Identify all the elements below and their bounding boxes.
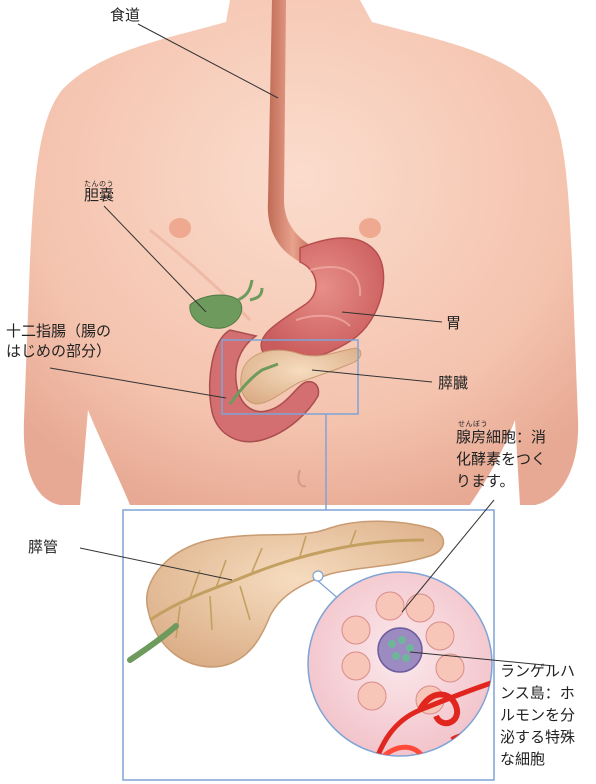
label-acinar-line1: 腺房細胞：消 [456,428,546,447]
islet [378,628,422,672]
label-islet-line3: ルモンを分 [500,706,575,725]
label-islet-line4: 泌する特殊 [500,728,575,747]
nipple-right [359,218,381,238]
label-islet-line5: な細胞 [500,750,545,769]
label-acinar-line3: ります。 [456,472,515,491]
ruby-acinar: せんぼう [458,420,488,428]
label-duodenum-line2: はじめの部分） [6,342,111,361]
label-pancreatic-duct: 膵管 [28,538,58,557]
label-acinar-line2: 化酵素をつく [456,450,546,469]
label-islet-line1: ランゲルハ [500,662,575,681]
label-duodenum-line1: 十二指腸（腸の [6,322,111,341]
label-islet-line2: ンス島：ホ [500,684,575,703]
label-esophagus: 食道 [110,6,140,25]
label-pancreas: 膵臓 [438,374,468,393]
label-gallbladder: 胆嚢 [84,186,114,205]
label-stomach: 胃 [446,314,461,333]
zoom-point [313,571,323,581]
nipple-left [169,218,191,238]
